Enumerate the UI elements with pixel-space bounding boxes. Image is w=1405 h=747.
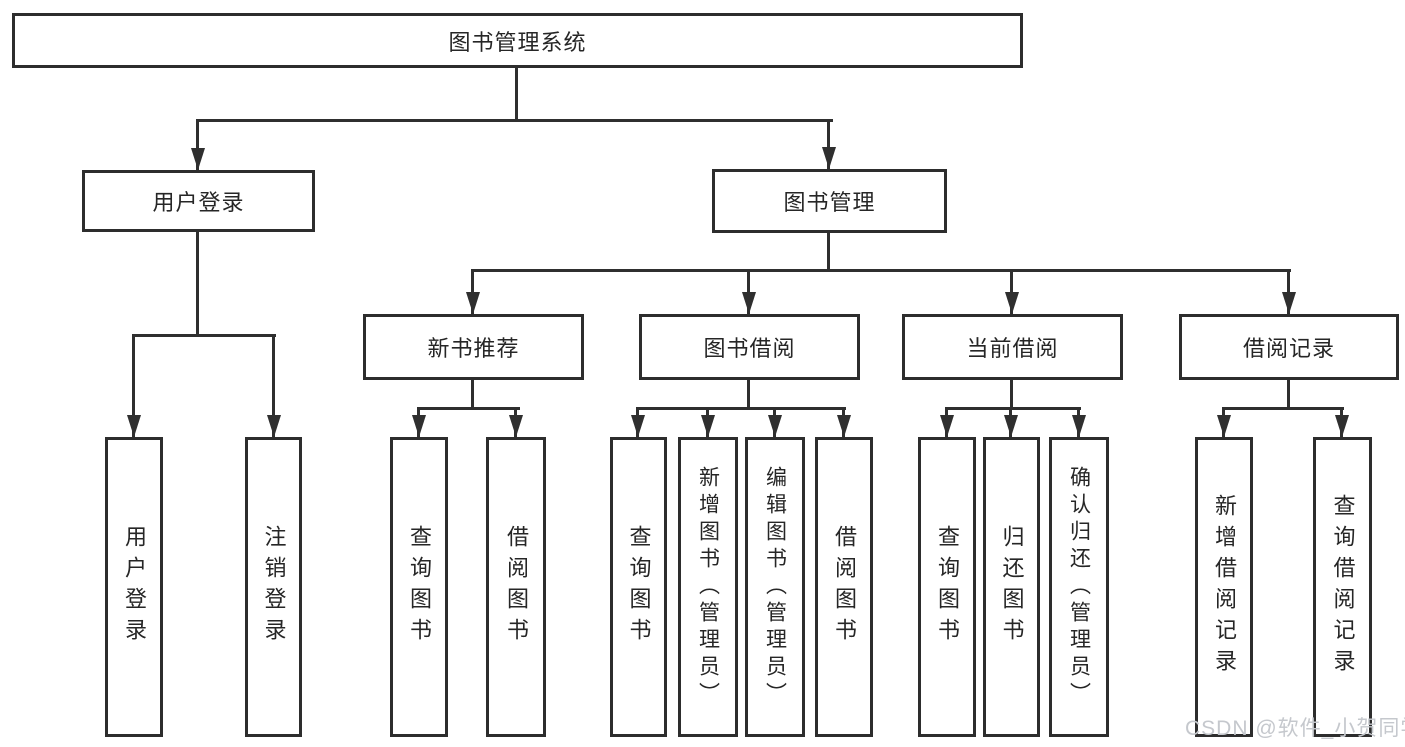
leaf-logout: 注销登录 (245, 437, 302, 737)
arrow-down-icon (509, 415, 523, 437)
node-book-management: 图书管理 (712, 169, 947, 233)
leaf-bb-query-books-label: 查询图书 (626, 525, 652, 649)
leaf-nb-borrow-books-label: 借阅图书 (504, 525, 529, 649)
leaf-cb-confirm-return-admin: 确认归还（管理员） (1049, 437, 1109, 737)
arrow-down-icon (631, 415, 645, 437)
connector-line (1287, 269, 1290, 314)
leaf-bb-edit-books-admin: 编辑图书（管理员） (745, 437, 805, 737)
arrow-down-icon (742, 292, 756, 314)
leaf-bb-edit-books-admin-label: 编辑图书（管理员） (763, 465, 787, 709)
connector-line (196, 119, 833, 122)
connector-line (515, 68, 518, 120)
connector-line (1010, 269, 1013, 314)
connector-line (471, 380, 474, 408)
connector-line (196, 232, 199, 335)
node-book-borrow: 图书借阅 (639, 314, 860, 380)
arrow-down-icon (127, 415, 141, 437)
leaf-cb-return-books-label: 归还图书 (999, 525, 1025, 649)
connector-line (945, 407, 1081, 410)
connector-line (417, 407, 520, 410)
connector-line (1222, 407, 1344, 410)
arrow-down-icon (1072, 415, 1086, 437)
leaf-bb-add-books-admin-label: 新增图书（管理员） (696, 465, 720, 709)
leaf-nb-query-books: 查询图书 (390, 437, 448, 737)
node-user-login-label: 用户登录 (152, 190, 245, 215)
node-root: 图书管理系统 (12, 13, 1023, 68)
arrow-down-icon (466, 292, 480, 314)
connector-line (747, 269, 750, 314)
connector-line (827, 233, 830, 270)
leaf-user-login: 用户登录 (105, 437, 163, 737)
connector-line (747, 380, 750, 408)
arrow-down-icon (1335, 415, 1349, 437)
leaf-bb-query-books: 查询图书 (610, 437, 667, 737)
leaf-cb-return-books: 归还图书 (983, 437, 1040, 737)
arrow-down-icon (822, 147, 836, 169)
connector-line (1010, 380, 1013, 408)
arrow-down-icon (1282, 292, 1296, 314)
leaf-bb-borrow-books-label: 借阅图书 (832, 525, 857, 649)
leaf-nb-query-books-label: 查询图书 (407, 525, 432, 649)
leaf-cb-confirm-return-admin-label: 确认归还（管理员） (1067, 465, 1091, 709)
connector-line (132, 334, 135, 437)
arrow-down-icon (1005, 292, 1019, 314)
csdn-watermark: CSDN @软件_小贺同学 (1185, 717, 1405, 740)
leaf-br-query-record: 查询借阅记录 (1313, 437, 1372, 737)
node-borrow-records-label: 借阅记录 (1242, 336, 1335, 361)
connector-line (636, 407, 846, 410)
leaf-nb-borrow-books: 借阅图书 (486, 437, 546, 737)
arrow-down-icon (267, 415, 281, 437)
connector-line (196, 119, 199, 170)
node-new-book-recommend: 新书推荐 (363, 314, 584, 380)
leaf-bb-borrow-books: 借阅图书 (815, 437, 873, 737)
leaf-user-login-label: 用户登录 (122, 525, 147, 649)
arrow-down-icon (1217, 415, 1231, 437)
arrow-down-icon (701, 415, 715, 437)
node-current-borrow: 当前借阅 (902, 314, 1123, 380)
node-borrow-records: 借阅记录 (1179, 314, 1399, 380)
arrow-down-icon (940, 415, 954, 437)
node-root-label: 图书管理系统 (448, 29, 587, 55)
connector-line (827, 119, 830, 169)
leaf-br-query-record-label: 查询借阅记录 (1330, 494, 1356, 680)
node-user-login: 用户登录 (82, 170, 315, 232)
node-new-book-recommend-label: 新书推荐 (427, 336, 520, 361)
leaf-bb-add-books-admin: 新增图书（管理员） (678, 437, 738, 737)
connector-line (1287, 380, 1290, 408)
leaf-br-add-record-label: 新增借阅记录 (1212, 494, 1237, 680)
connector-line (471, 269, 1291, 272)
leaf-br-add-record: 新增借阅记录 (1195, 437, 1253, 737)
node-book-borrow-label: 图书借阅 (703, 336, 796, 361)
arrow-down-icon (768, 415, 782, 437)
arrow-down-icon (1004, 415, 1018, 437)
arrow-down-icon (837, 415, 851, 437)
connector-line (471, 269, 474, 314)
node-current-borrow-label: 当前借阅 (966, 336, 1059, 361)
leaf-cb-query-books: 查询图书 (918, 437, 976, 737)
arrow-down-icon (191, 148, 205, 170)
node-book-management-label: 图书管理 (783, 190, 876, 215)
leaf-cb-query-books-label: 查询图书 (935, 525, 960, 649)
connector-line (272, 334, 275, 437)
connector-line (132, 334, 276, 337)
leaf-logout-label: 注销登录 (261, 525, 287, 649)
arrow-down-icon (412, 415, 426, 437)
